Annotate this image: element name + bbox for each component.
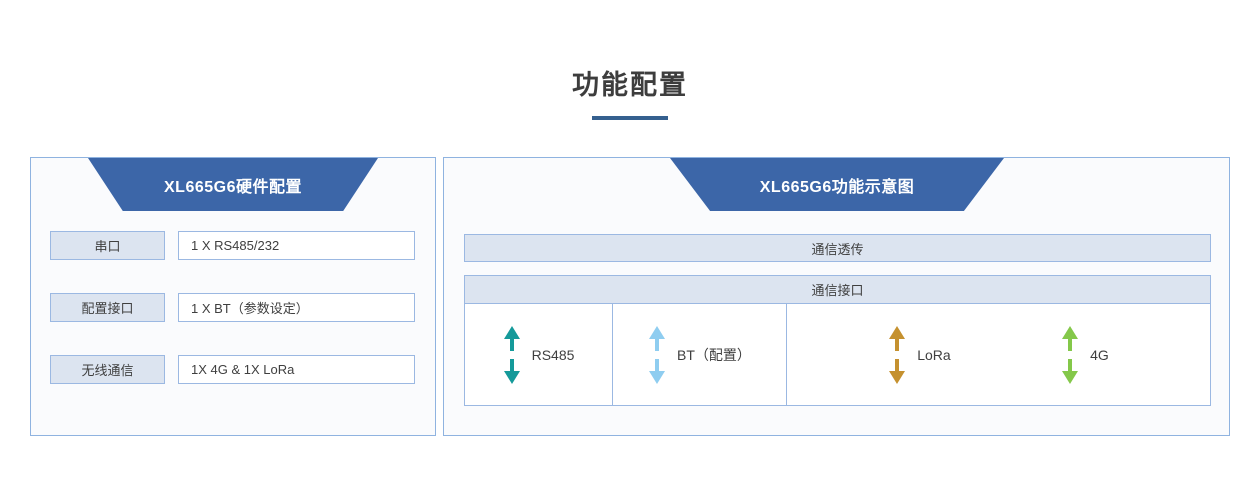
function-diagram: 通信透传 通信接口 RS485 — [464, 234, 1211, 406]
page-title-block: 功能配置 — [0, 68, 1260, 120]
hardware-config-banner: XL665G6硬件配置 — [88, 158, 378, 211]
interface-cell-bt: BT（配置） — [613, 304, 787, 405]
spec-label: 无线通信 — [50, 355, 165, 384]
double-arrow-icon — [648, 325, 666, 384]
title-underline — [592, 116, 668, 120]
interface-label: RS485 — [531, 346, 575, 363]
interface-item: BT（配置） — [648, 325, 751, 384]
interface-columns: RS485 BT（配置） — [465, 304, 1210, 405]
double-arrow-icon — [503, 325, 521, 384]
interface-item: LoRa — [888, 325, 951, 384]
spec-row: 无线通信 1X 4G & 1X LoRa — [50, 355, 415, 384]
spec-label: 配置接口 — [50, 293, 165, 322]
interface-item: 4G — [1061, 325, 1109, 384]
interface-item: RS485 — [503, 325, 575, 384]
spec-value: 1 X BT（参数设定） — [178, 293, 415, 322]
spec-row: 串口 1 X RS485/232 — [50, 231, 415, 260]
interface-label: LoRa — [917, 346, 951, 363]
interface-cell-wireless: LoRa 4G — [787, 304, 1210, 405]
interface-label: BT（配置） — [677, 346, 751, 363]
interface-cell-rs485: RS485 — [465, 304, 613, 405]
interface-bar-label: 通信接口 — [465, 276, 1210, 304]
function-diagram-card: XL665G6功能示意图 通信透传 通信接口 RS485 — [443, 157, 1230, 436]
double-arrow-icon — [1061, 325, 1079, 384]
function-diagram-banner: XL665G6功能示意图 — [670, 158, 1004, 211]
spec-value: 1X 4G & 1X LoRa — [178, 355, 415, 384]
hardware-spec-list: 串口 1 X RS485/232 配置接口 1 X BT（参数设定） 无线通信 … — [50, 231, 415, 384]
spec-row: 配置接口 1 X BT（参数设定） — [50, 293, 415, 322]
interface-block: 通信接口 RS485 — [464, 275, 1211, 406]
spec-label: 串口 — [50, 231, 165, 260]
transparent-transmission-bar: 通信透传 — [464, 234, 1211, 262]
hardware-config-card: XL665G6硬件配置 串口 1 X RS485/232 配置接口 1 X BT… — [30, 157, 436, 436]
spec-value: 1 X RS485/232 — [178, 231, 415, 260]
bar-gap — [464, 262, 1211, 275]
double-arrow-icon — [888, 325, 906, 384]
interface-label: 4G — [1090, 346, 1109, 363]
page-title: 功能配置 — [572, 70, 688, 100]
